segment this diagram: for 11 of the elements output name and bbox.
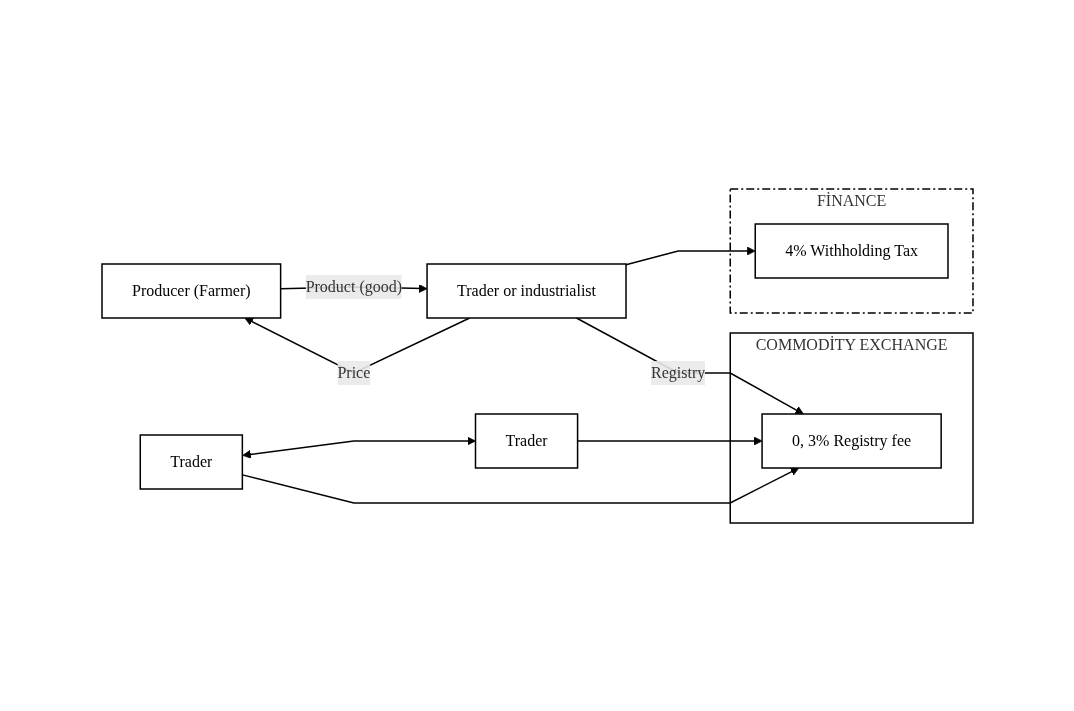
node-box: 4% Withholding Tax [754,222,949,279]
node-box: Trader or industrialist [425,262,627,319]
arrow [241,467,799,504]
arrow [575,316,804,414]
edge-label: Price [336,363,370,381]
node-box: 0, 3% Registry fee [760,412,942,469]
node-box: Producer (Farmer) [100,262,281,319]
node-box: Trader [139,433,243,490]
node-box: Trader [474,412,578,469]
edge-label: Product (good) [305,277,402,295]
edge-label: Registry [650,363,705,381]
